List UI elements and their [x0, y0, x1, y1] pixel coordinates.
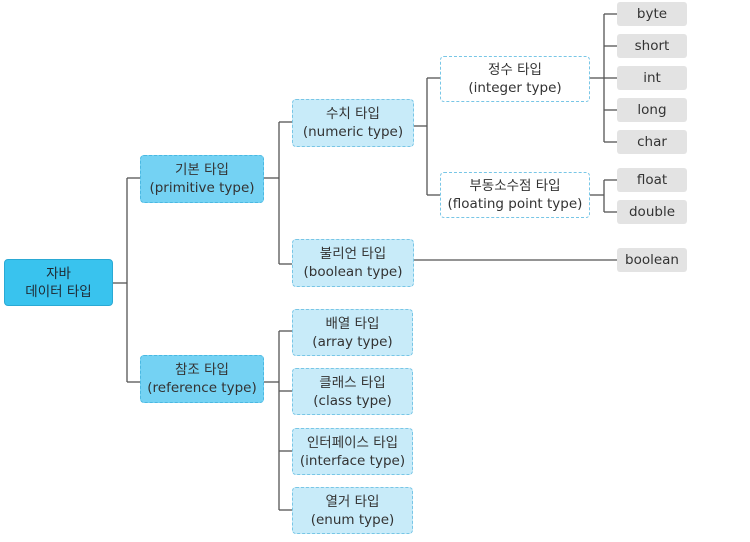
- leaf-short: short: [617, 34, 687, 58]
- enum-name: 열거 타입: [325, 493, 380, 510]
- interface-name: 인터페이스 타입: [306, 434, 399, 451]
- leaf-char: char: [617, 130, 687, 154]
- node-interface-type: 인터페이스 타입 (interface type): [292, 428, 413, 475]
- node-primitive-type: 기본 타입 (primitive type): [140, 155, 264, 203]
- class-name: 클래스 타입: [319, 374, 386, 391]
- node-integer-type: 정수 타입 (integer type): [440, 56, 590, 102]
- reference-name: 참조 타입: [175, 362, 229, 378]
- reference-en: (reference type): [147, 380, 257, 396]
- leaf-double: double: [617, 200, 687, 224]
- array-name: 배열 타입: [325, 315, 380, 332]
- root-node-java-data-type: 자바 데이터 타입: [4, 259, 113, 306]
- array-en: (array type): [312, 333, 393, 350]
- root-line2: 데이터 타입: [25, 283, 92, 300]
- root-line1: 자바: [46, 265, 71, 282]
- leaf-long: long: [617, 98, 687, 122]
- node-enum-type: 열거 타입 (enum type): [292, 487, 413, 534]
- boolean-type-en: (boolean type): [303, 264, 403, 280]
- node-boolean-type: 불리언 타입 (boolean type): [292, 239, 414, 287]
- floating-name: 부동소수점 타입: [469, 178, 561, 194]
- leaf-byte: byte: [617, 2, 687, 26]
- enum-en: (enum type): [310, 511, 395, 528]
- node-floating-point-type: 부동소수점 타입 (floating point type): [440, 172, 590, 218]
- node-array-type: 배열 타입 (array type): [292, 309, 413, 356]
- boolean-type-name: 불리언 타입: [319, 246, 387, 262]
- node-class-type: 클래스 타입 (class type): [292, 368, 413, 415]
- node-numeric-type: 수치 타입 (numeric type): [292, 99, 414, 147]
- integer-name: 정수 타입: [488, 62, 542, 78]
- class-en: (class type): [313, 392, 392, 409]
- primitive-name: 기본 타입: [175, 162, 229, 178]
- numeric-name: 수치 타입: [326, 106, 380, 122]
- integer-en: (integer type): [468, 80, 562, 96]
- leaf-int: int: [617, 66, 687, 90]
- leaf-float: float: [617, 168, 687, 192]
- interface-en: (interface type): [299, 452, 406, 469]
- node-reference-type: 참조 타입 (reference type): [140, 355, 264, 403]
- numeric-en: (numeric type): [302, 124, 404, 140]
- primitive-en: (primitive type): [149, 180, 255, 196]
- floating-en: (floating point type): [447, 196, 583, 212]
- leaf-boolean: boolean: [617, 248, 687, 272]
